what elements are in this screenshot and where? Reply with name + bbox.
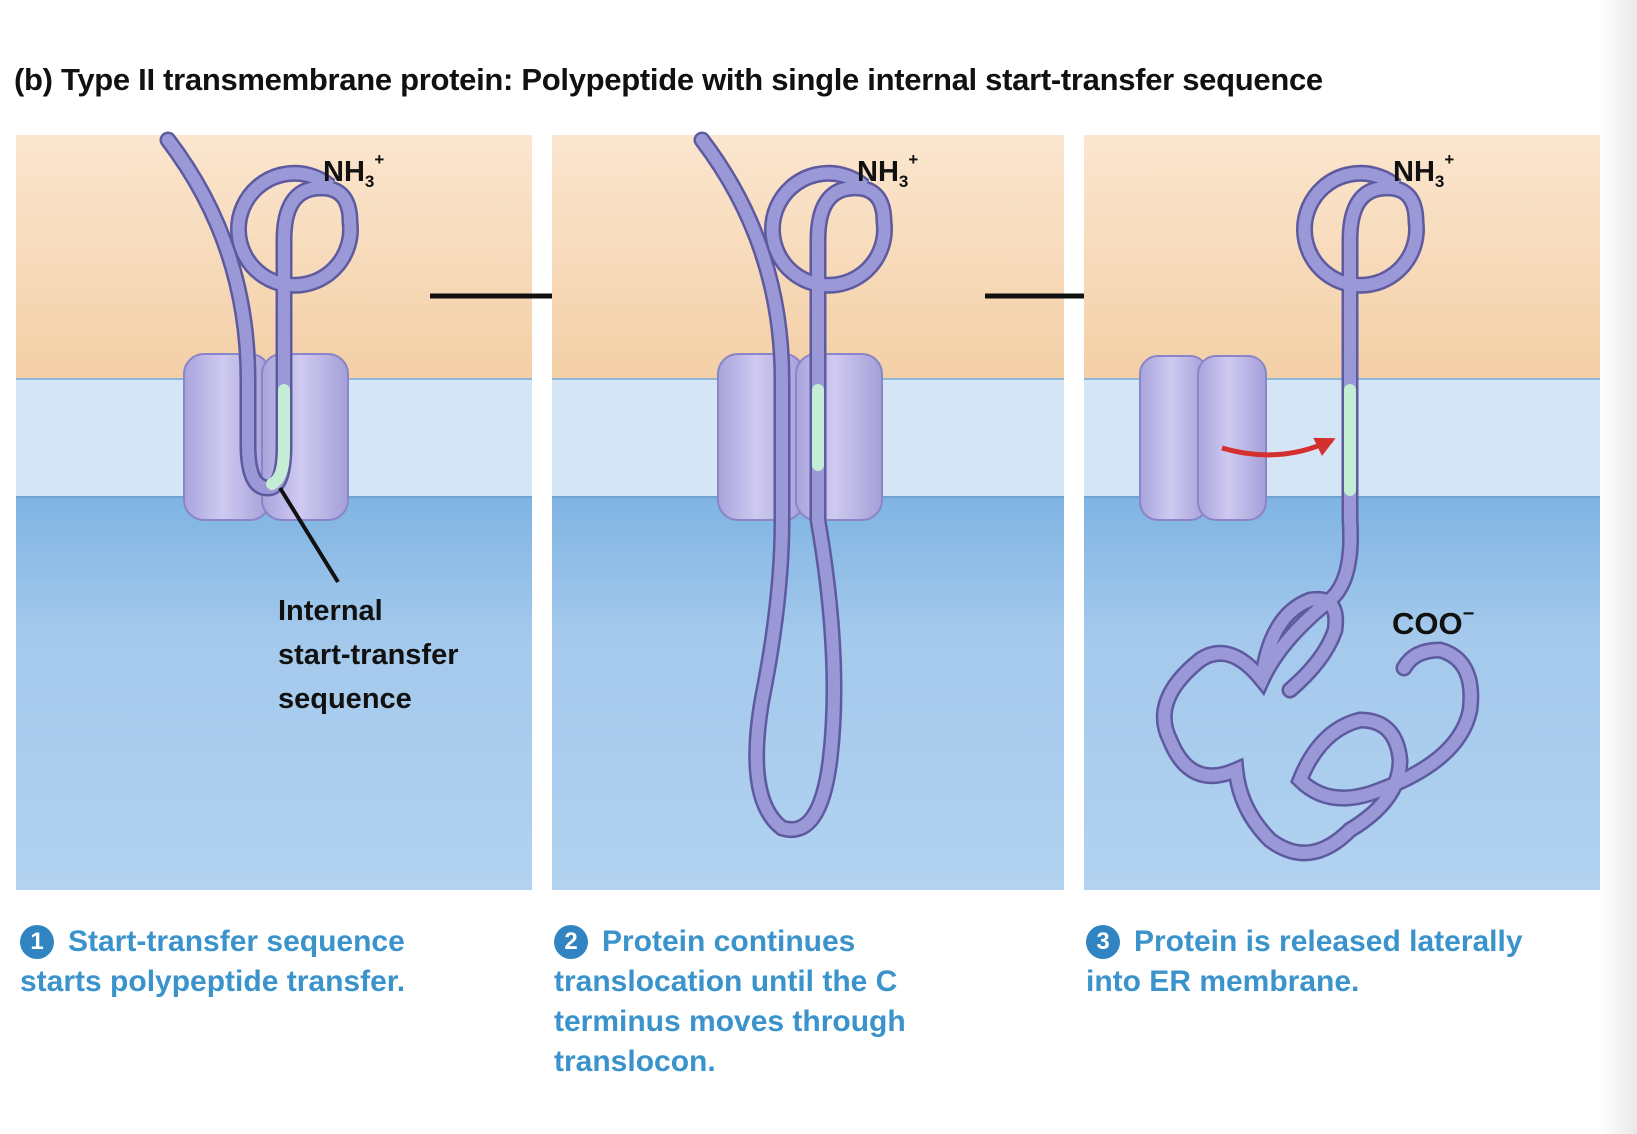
step-2-line-3: terminus moves through bbox=[554, 1005, 906, 1038]
panel-1: NH3+ Internal start-transfer sequence bbox=[16, 131, 532, 890]
step-1-line-2: starts polypeptide transfer. bbox=[20, 965, 406, 998]
cytosol-region bbox=[16, 498, 532, 890]
n-terminus-label: NH3+ bbox=[857, 150, 918, 191]
page-edge-shadow bbox=[1600, 0, 1637, 1134]
panel-2: NH3+ bbox=[552, 131, 1064, 890]
step-1-caption: 1 Start-transfer sequence starts polypept… bbox=[20, 922, 520, 1002]
polypeptide bbox=[1155, 164, 1480, 862]
n-terminus-label: NH3+ bbox=[1393, 150, 1454, 191]
polypeptide bbox=[159, 131, 359, 497]
start-transfer-segment bbox=[266, 384, 290, 490]
step-2-number-badge: 2 bbox=[554, 925, 588, 959]
step-2-line-1: Protein continues bbox=[602, 925, 856, 958]
translocon bbox=[1139, 355, 1267, 521]
c-terminus-label: COO− bbox=[1392, 603, 1474, 641]
label-leader-line bbox=[278, 486, 340, 584]
step-3-number-badge: 3 bbox=[1086, 925, 1120, 959]
polypeptide bbox=[693, 131, 893, 838]
lateral-release-arrow bbox=[1221, 437, 1336, 458]
step-1-number-badge: 1 bbox=[20, 925, 54, 959]
panel-3: NH3+ COO− bbox=[1084, 135, 1600, 890]
step-2-line-2: translocation until the C bbox=[554, 965, 898, 998]
step-3-line-1: Protein is released laterally bbox=[1134, 925, 1523, 958]
figure-title: (b) Type II transmembrane protein: Polyp… bbox=[14, 62, 1323, 97]
internal-start-transfer-label: Internal start-transfer sequence bbox=[278, 595, 467, 715]
step-2-line-4: translocon. bbox=[554, 1045, 716, 1078]
n-terminus-label: NH3+ bbox=[323, 150, 384, 191]
translocon bbox=[717, 353, 883, 521]
step-3-caption: 3 Protein is released laterally into ER m… bbox=[1086, 922, 1606, 1002]
step-2-caption: 2 Protein continues translocation until t… bbox=[554, 922, 1054, 1082]
step-3-line-2: into ER membrane. bbox=[1086, 965, 1360, 998]
step-1-line-1: Start-transfer sequence bbox=[68, 925, 405, 958]
